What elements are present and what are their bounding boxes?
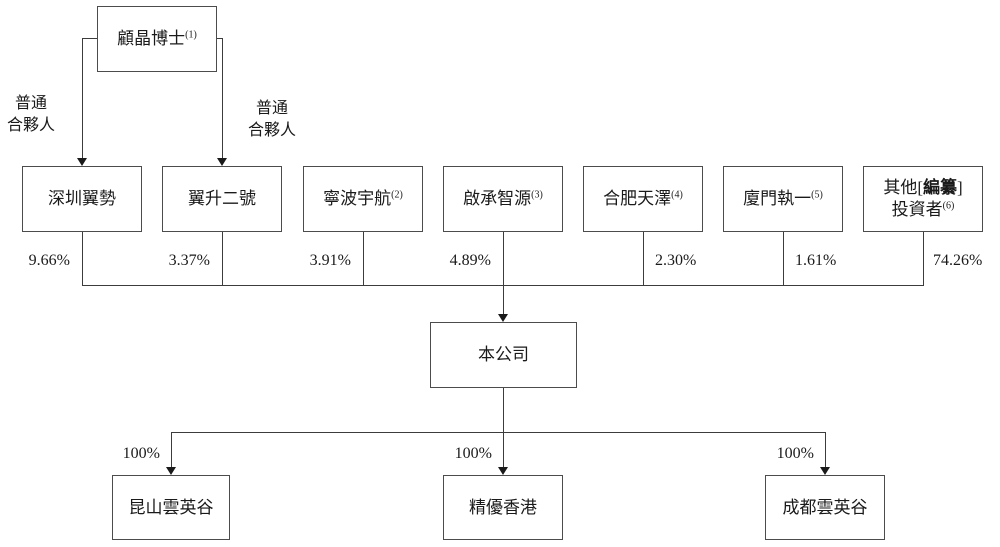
node-shareholder-3: 寧波宇航(2) (303, 166, 423, 232)
connector-line (217, 38, 223, 39)
footnote-marker: (1) (185, 29, 197, 41)
redacted-text: 編纂 (923, 178, 957, 197)
connector-line (643, 232, 644, 285)
node-shareholder-4: 啟承智源(3) (443, 166, 563, 232)
node-founder: 顧晶博士(1) (97, 6, 217, 72)
node-label: 翼升二號 (188, 189, 256, 208)
connector-line (503, 388, 504, 432)
connector-line (503, 432, 504, 467)
connector-line (825, 432, 826, 467)
connector-line (222, 38, 223, 159)
arrowhead-icon (820, 467, 830, 475)
ownership-pct: 1.61% (795, 252, 837, 269)
node-subsidiary-1: 昆山雲英谷 (112, 475, 230, 540)
node-subsidiary-2: 精優香港 (443, 475, 563, 540)
connector-line (363, 232, 364, 285)
connector-line (171, 432, 826, 433)
node-company: 本公司 (430, 322, 577, 388)
general-partner-label-left: 普通 合夥人 (6, 95, 55, 134)
arrowhead-icon (498, 467, 508, 475)
footnote-marker: (3) (531, 189, 543, 201)
connector-line (222, 232, 223, 285)
ownership-pct: 74.26% (933, 252, 983, 269)
node-label: 寧波宇航(2) (323, 189, 403, 208)
arrowhead-icon (166, 467, 176, 475)
footnote-marker: (5) (811, 189, 823, 201)
node-label: 啟承智源(3) (463, 189, 543, 208)
ownership-pct: 2.30% (655, 252, 697, 269)
arrowhead-icon (217, 158, 227, 166)
node-label: 成都雲英谷 (782, 497, 868, 517)
connector-line (82, 38, 83, 159)
ownership-pct: 100% (776, 445, 814, 462)
ownership-pct: 4.89% (449, 252, 491, 269)
ownership-pct: 100% (454, 445, 492, 462)
arrowhead-icon (77, 158, 87, 166)
node-shareholder-5: 合肥天澤(4) (583, 166, 703, 232)
arrowhead-icon (498, 314, 508, 322)
node-label: 其他[編纂] 投資者(6) (883, 178, 963, 219)
node-label: 深圳翼勢 (48, 189, 116, 208)
footnote-marker: (6) (942, 200, 955, 212)
node-founder-label: 顧晶博士(1) (117, 29, 197, 48)
node-subsidiary-3: 成都雲英谷 (765, 475, 885, 540)
node-shareholder-1: 深圳翼勢 (22, 166, 142, 232)
node-label: 精優香港 (469, 497, 537, 517)
connector-line (82, 232, 83, 285)
connector-line (503, 285, 504, 315)
ownership-pct: 3.91% (309, 252, 351, 269)
connector-line (783, 232, 784, 285)
connector-line (171, 432, 172, 467)
footnote-marker: (4) (671, 189, 683, 201)
connector-line (503, 232, 504, 285)
node-shareholder-7: 其他[編纂] 投資者(6) (863, 166, 983, 232)
connector-line (82, 38, 97, 39)
node-label: 昆山雲英谷 (128, 497, 214, 517)
footnote-marker: (2) (391, 189, 403, 201)
ownership-pct: 3.37% (168, 252, 210, 269)
ownership-pct: 9.66% (28, 252, 70, 269)
node-shareholder-2: 翼升二號 (162, 166, 282, 232)
connector-line (923, 232, 924, 285)
general-partner-label-right: 普通 合夥人 (247, 100, 296, 139)
node-shareholder-6: 廈門執一(5) (723, 166, 843, 232)
ownership-pct: 100% (122, 445, 160, 462)
node-label: 合肥天澤(4) (603, 189, 683, 208)
node-label: 廈門執一(5) (743, 189, 823, 208)
node-company-label: 本公司 (478, 345, 529, 364)
